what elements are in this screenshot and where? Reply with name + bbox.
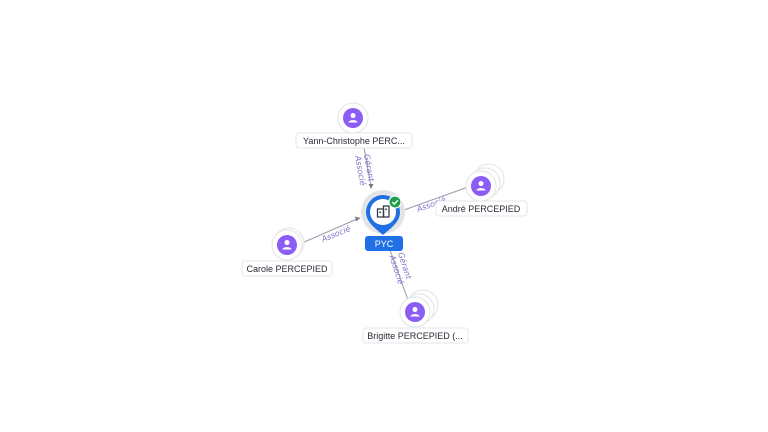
- check-icon: [391, 199, 399, 206]
- edge-label-carole-associe: Associé: [319, 223, 352, 244]
- company-label-badge: [365, 236, 403, 251]
- company-name-label: PYC: [375, 239, 394, 249]
- company-node[interactable]: PYC: [361, 190, 405, 251]
- person-name-label: André PERCEPIED: [442, 204, 521, 214]
- building-icon: [376, 205, 390, 218]
- person-node-brigitte[interactable]: Brigitte PERCEPIED (...: [362, 289, 469, 344]
- edge-label-yann-gerant: Gérant: [362, 153, 377, 183]
- person-name-label: Yann-Christophe PERC...: [303, 136, 405, 146]
- person-node-andre[interactable]: André PERCEPIED: [435, 163, 528, 217]
- person-name-label: Carole PERCEPIED: [246, 264, 328, 274]
- person-node-yann[interactable]: Yann-Christophe PERC...: [295, 102, 413, 149]
- edge-carole: Associé: [301, 216, 361, 244]
- verified-badge: [388, 195, 402, 209]
- person-name-label: Brigitte PERCEPIED (...: [367, 331, 463, 341]
- edge-yann: Gérant Associé: [353, 147, 377, 189]
- edge-brigitte: Gérant Associé: [387, 249, 414, 301]
- person-node-carole[interactable]: Carole PERCEPIED: [241, 227, 333, 277]
